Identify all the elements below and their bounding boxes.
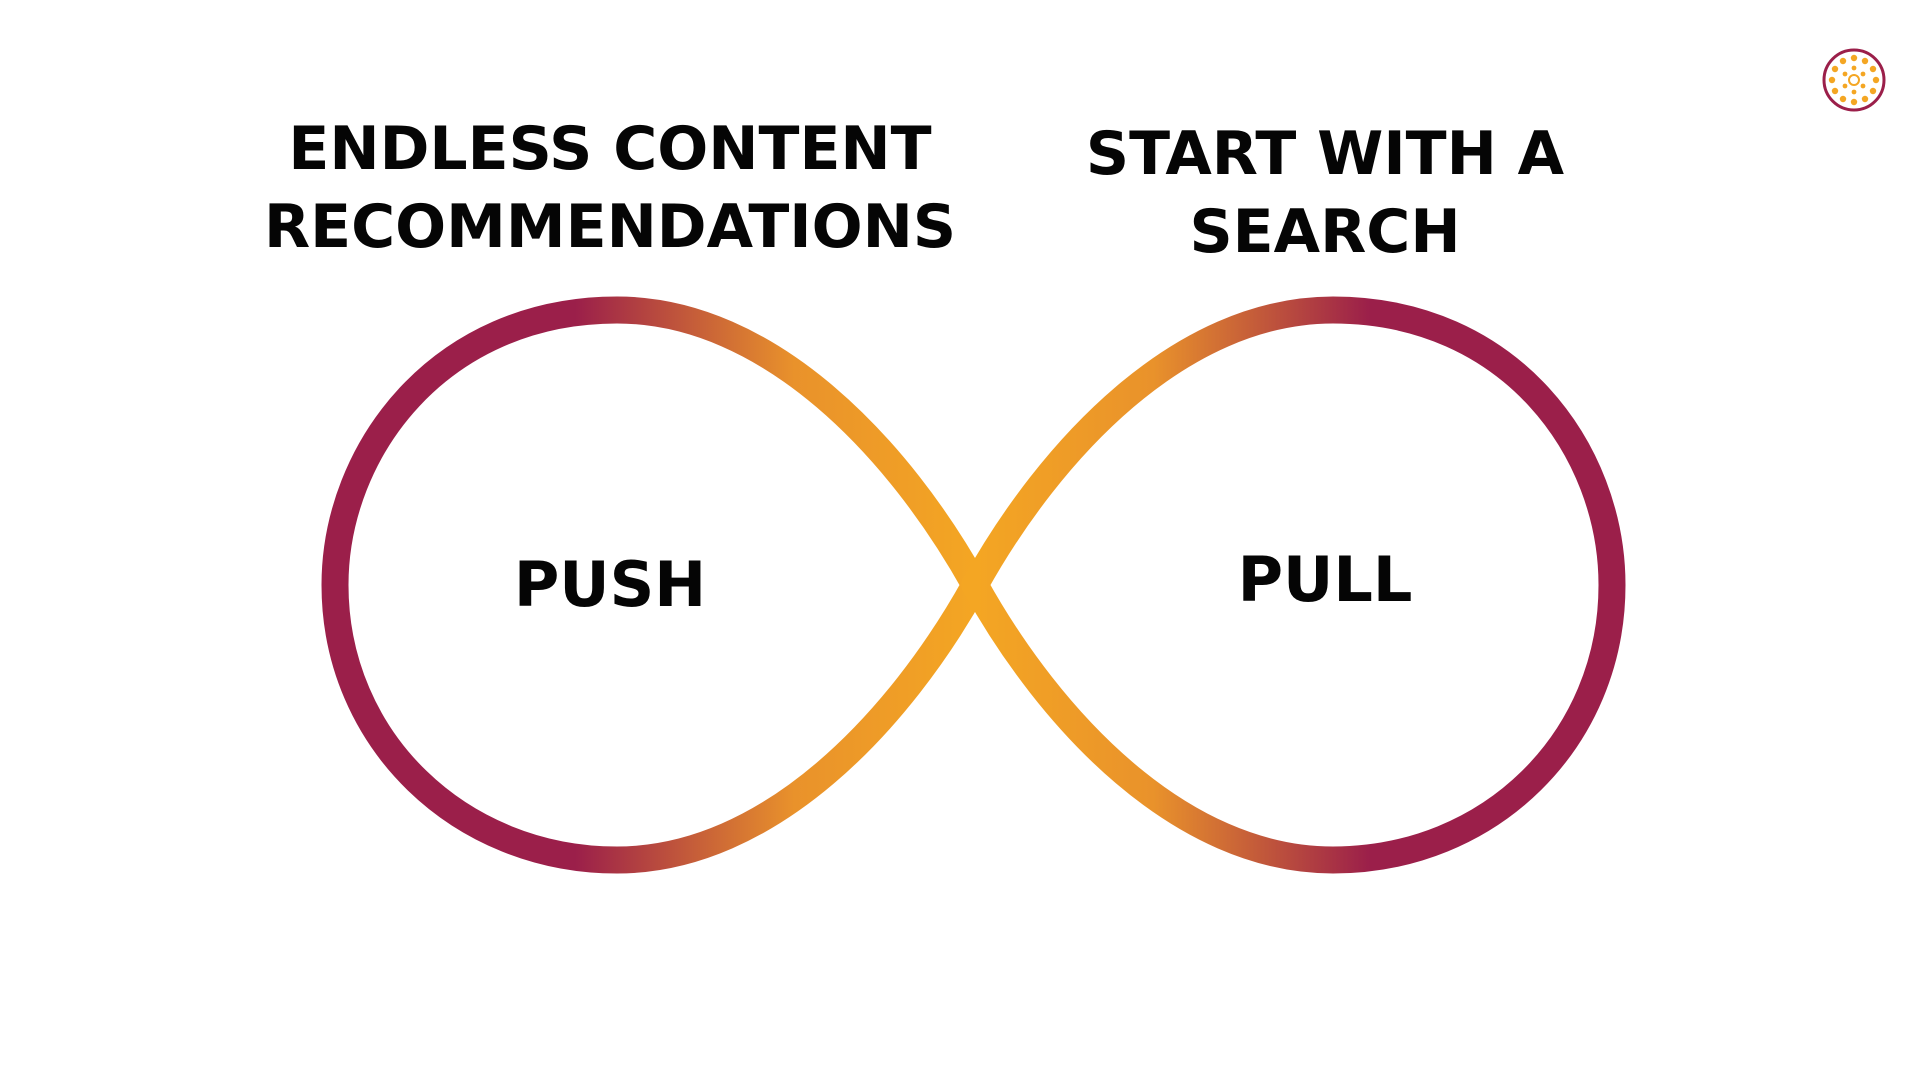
heading-left-line-2: RECOMMENDATIONS bbox=[263, 192, 957, 262]
heading-right-line-1: START WITH A bbox=[1085, 119, 1565, 189]
pull-label: PULL bbox=[1237, 543, 1413, 616]
heading-right-line-2: SEARCH bbox=[1189, 197, 1461, 267]
push-loop bbox=[321, 296, 989, 874]
pull-loop bbox=[961, 296, 1626, 874]
heading-left-line-1: ENDLESS CONTENT bbox=[288, 114, 932, 184]
heading-start-search: START WITH A SEARCH bbox=[1050, 115, 1600, 271]
sun-badge-icon bbox=[1822, 48, 1886, 112]
push-label: PUSH bbox=[513, 548, 707, 621]
heading-endless-content: ENDLESS CONTENT RECOMMENDATIONS bbox=[230, 110, 990, 266]
